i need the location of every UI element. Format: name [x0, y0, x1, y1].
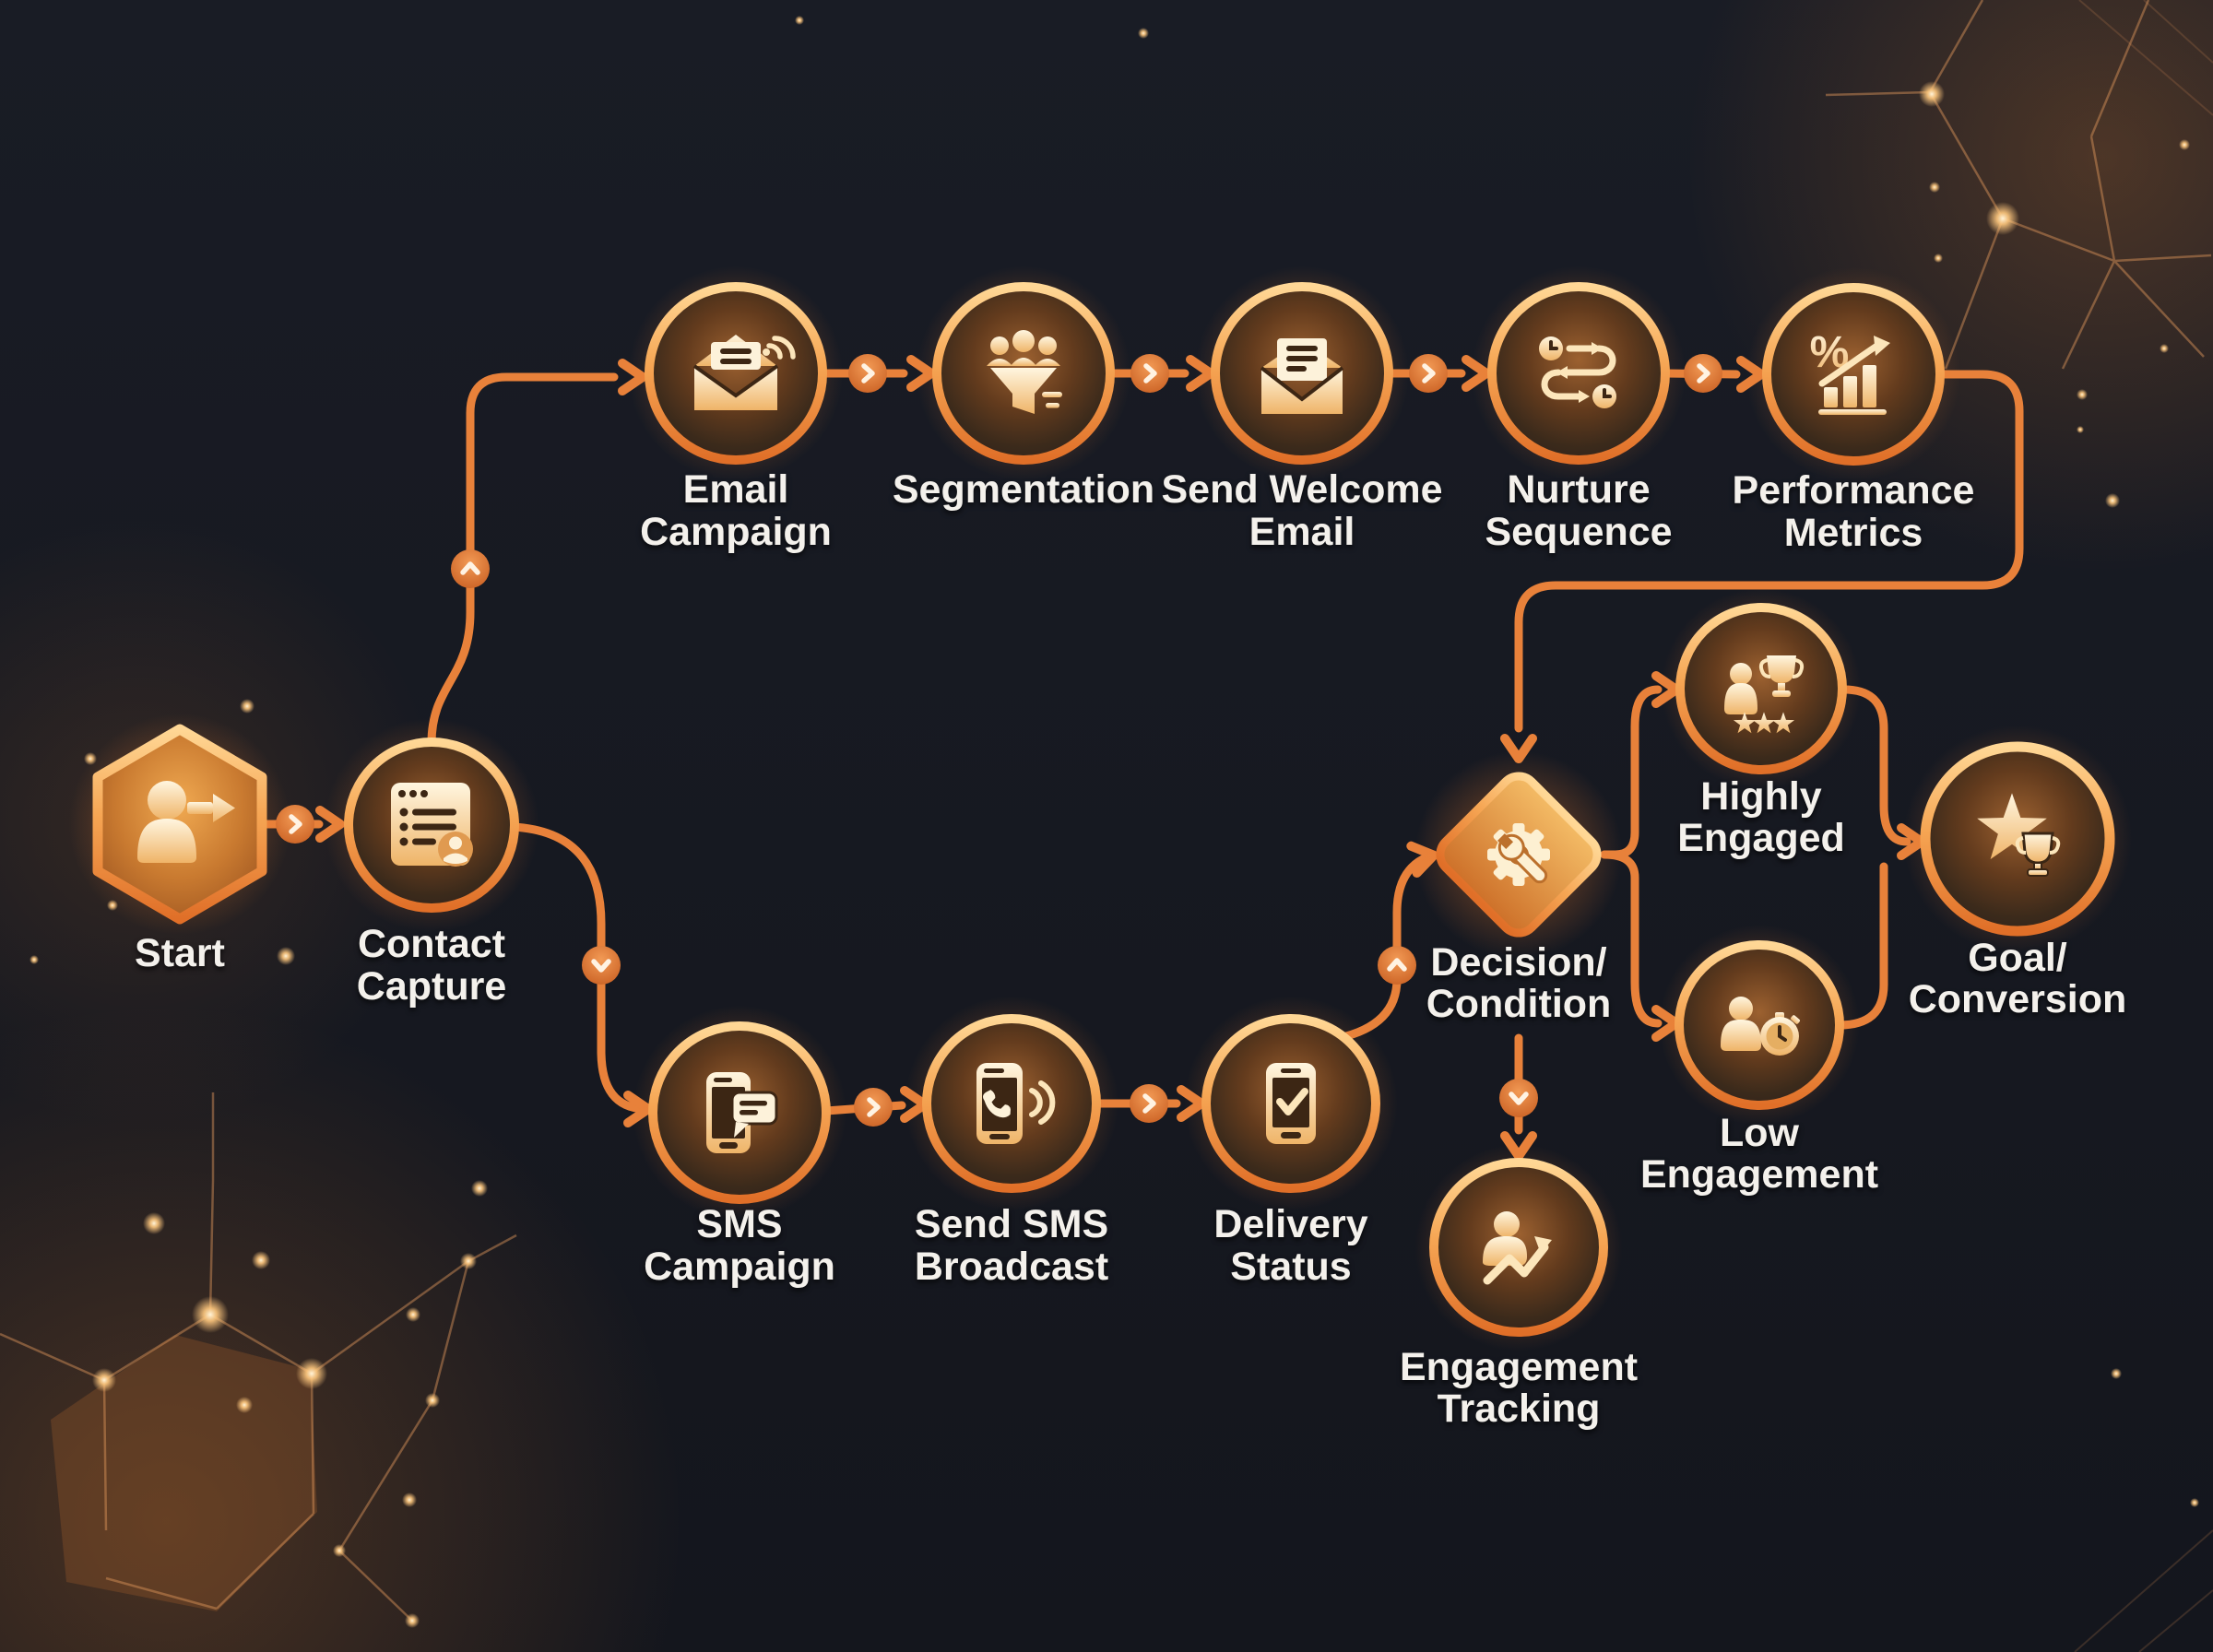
decision-condition-label: Decision/ — [1430, 940, 1606, 985]
node-decision-condition[interactable]: Decision/ Condition — [1380, 716, 1657, 1026]
phone-check-icon — [1266, 1063, 1316, 1144]
sms-campaign-label: SMS — [696, 1202, 782, 1246]
percent-growth-chart-icon: % — [1810, 328, 1890, 415]
badge-chevron-down — [582, 946, 621, 985]
decision-condition-label: Condition — [1426, 982, 1612, 1026]
low-engagement-label: Engagement — [1640, 1152, 1878, 1197]
user-start-icon — [137, 781, 235, 863]
send-welcome-email-label: Email — [1249, 510, 1355, 554]
badge-chevron-up — [1378, 946, 1416, 985]
performance-metrics-label: Performance — [1733, 468, 1975, 513]
node-segmentation[interactable]: Segmentation — [881, 230, 1166, 516]
welcome-email-icon — [1260, 338, 1344, 414]
goal-conversion-label: Conversion — [1909, 977, 2127, 1021]
segmentation-label: Segmentation — [893, 467, 1154, 512]
email-broadcast-icon — [692, 335, 796, 410]
phone-chat-icon — [706, 1072, 778, 1153]
start-label: Start — [135, 931, 225, 975]
highly-engaged-label: Highly — [1700, 774, 1821, 819]
goal-conversion-label: Goal/ — [1968, 936, 2067, 980]
node-highly-engaged[interactable]: Highly Engaged — [1627, 555, 1895, 860]
node-email-campaign[interactable]: Email Campaign — [593, 230, 879, 554]
engagement-tracking-label: Engagement — [1400, 1345, 1638, 1389]
send-welcome-email-label: Send Welcome — [1161, 467, 1442, 512]
node-nurture-sequence[interactable]: Nurture Sequence — [1436, 230, 1722, 554]
badge-chevron-down — [1499, 1079, 1538, 1117]
highly-engaged-label: Engaged — [1677, 816, 1845, 860]
performance-metrics-label: Metrics — [1784, 511, 1923, 555]
node-delivery-status[interactable]: Delivery Status — [1148, 961, 1434, 1289]
node-performance-metrics[interactable]: % Performance Metrics — [1710, 231, 1996, 555]
contact-capture-label: Contact — [358, 922, 505, 966]
email-campaign-label: Campaign — [640, 510, 832, 554]
contact-form-icon — [391, 783, 473, 867]
delivery-status-label: Delivery — [1213, 1202, 1367, 1246]
star-trophy-icon — [1977, 793, 2061, 877]
sequence-clocks-icon — [1539, 336, 1616, 408]
node-start[interactable]: Start — [32, 677, 327, 975]
edge-performance-decision — [1514, 370, 2024, 733]
nurture-sequence-label: Nurture — [1507, 467, 1650, 512]
engagement-tracking-label: Tracking — [1438, 1386, 1601, 1431]
node-low-engagement[interactable]: Low Engagement — [1626, 891, 1893, 1197]
user-trend-icon — [1483, 1211, 1552, 1285]
node-sms-campaign[interactable]: SMS Campaign — [597, 970, 882, 1289]
phone-broadcast-icon — [976, 1063, 1056, 1144]
node-send-sms-broadcast[interactable]: Send SMS Broadcast — [869, 961, 1154, 1289]
delivery-status-label: Status — [1230, 1245, 1351, 1289]
send-sms-broadcast-label: Broadcast — [915, 1245, 1108, 1289]
email-campaign-label: Email — [683, 467, 789, 512]
badge-chevron-up — [451, 549, 490, 588]
user-trophy-stars-icon — [1724, 655, 1805, 734]
node-goal-conversion[interactable]: Goal/ Conversion — [1865, 687, 2170, 1021]
node-engagement-tracking[interactable]: Engagement Tracking — [1380, 1109, 1657, 1431]
contact-capture-label: Capture — [357, 964, 506, 1009]
low-engagement-label: Low — [1720, 1111, 1800, 1155]
nurture-sequence-label: Sequence — [1485, 510, 1672, 554]
node-contact-capture[interactable]: Contact Capture — [289, 682, 574, 1009]
node-send-welcome-email[interactable]: Send Welcome Email — [1159, 230, 1445, 554]
sms-campaign-label: Campaign — [644, 1245, 835, 1289]
user-stopwatch-icon — [1721, 997, 1800, 1056]
audience-funnel-icon — [987, 330, 1062, 414]
gear-wrench-icon — [1487, 823, 1550, 886]
send-sms-broadcast-label: Send SMS — [915, 1202, 1108, 1246]
